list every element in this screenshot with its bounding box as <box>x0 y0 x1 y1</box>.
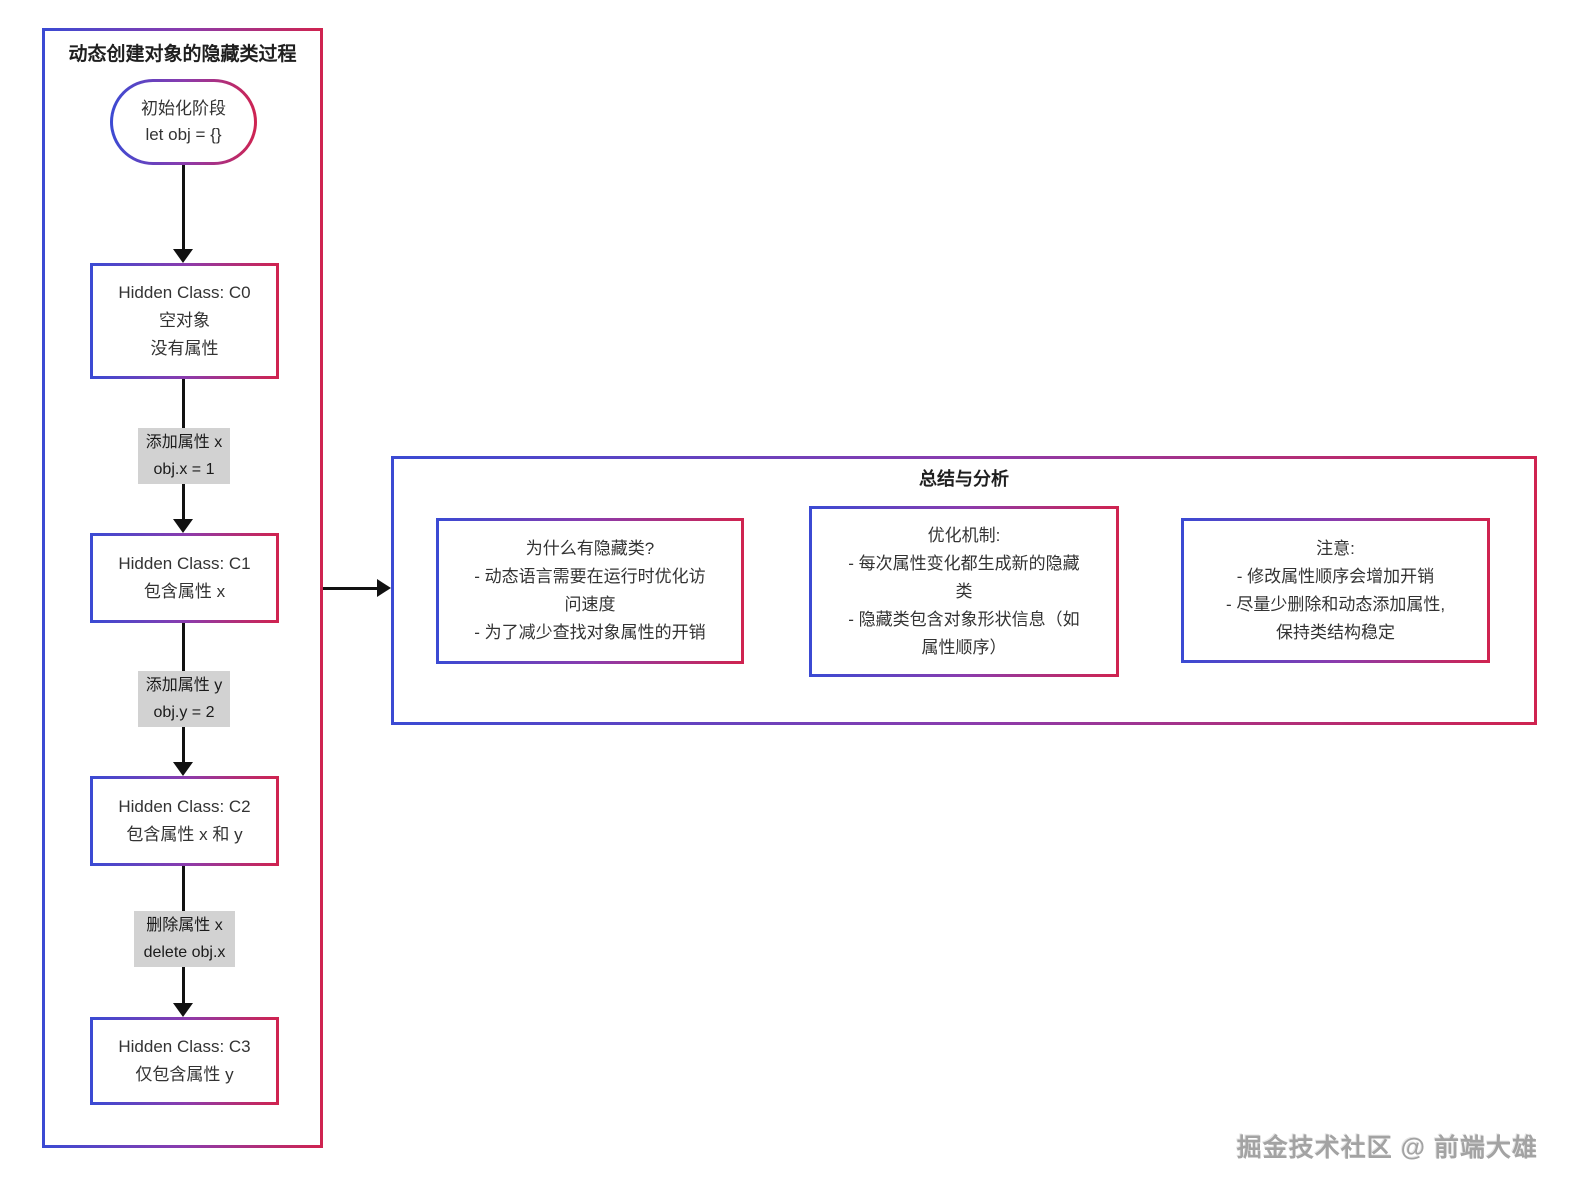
summary-arrow-right-icon <box>377 579 391 597</box>
summary-arrow-shaft <box>323 587 378 590</box>
start-node: 初始化阶段 let obj = {} <box>110 79 257 165</box>
summary-container-title: 总结与分析 <box>919 469 1009 489</box>
node-hidden-class-c1: Hidden Class: C1 包含属性 x <box>90 533 279 623</box>
flow-arrow-down-icon <box>173 762 193 776</box>
start-node-label: 初始化阶段 let obj = {} <box>113 82 254 162</box>
flow-arrow-down-icon <box>173 249 193 263</box>
flow-container-title: 动态创建对象的隐藏类过程 <box>68 44 297 65</box>
summary-box-optimization: 优化机制: - 每次属性变化都生成新的隐藏 类 - 隐藏类包含对象形状信息（如 … <box>809 506 1119 677</box>
summary-box-why: 为什么有隐藏类? - 动态语言需要在运行时优化访 问速度 - 为了减少查找对象属… <box>436 518 744 664</box>
node-hidden-class-c3: Hidden Class: C3 仅包含属性 y <box>90 1017 279 1105</box>
edge-label-delete-x: 删除属性 x delete obj.x <box>134 911 235 967</box>
flow-arrow-down-icon <box>173 1003 193 1017</box>
node-hidden-class-c0: Hidden Class: C0 空对象 没有属性 <box>90 263 279 379</box>
summary-box-note: 注意: - 修改属性顺序会增加开销 - 尽量少删除和动态添加属性, 保持类结构稳… <box>1181 518 1490 663</box>
edge-label-add-y: 添加属性 y obj.y = 2 <box>138 671 230 727</box>
watermark: 掘金技术社区 @ 前端大雄 <box>1236 1134 1538 1162</box>
flow-arrow-down-icon <box>173 519 193 533</box>
flow-arrow-shaft <box>182 165 185 250</box>
node-hidden-class-c2: Hidden Class: C2 包含属性 x 和 y <box>90 776 279 866</box>
edge-label-add-x: 添加属性 x obj.x = 1 <box>138 428 230 484</box>
